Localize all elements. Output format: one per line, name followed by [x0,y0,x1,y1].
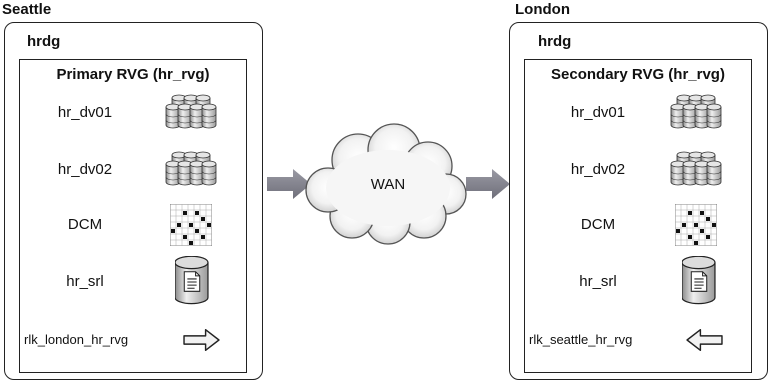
secondary-rvg-box: Secondary RVG (hr_rvg) hr_dv01 hr_dv02 D… [524,59,752,373]
site-title-london: London [515,1,570,18]
srl-label: hr_srl [66,273,104,290]
dcm-label: DCM [67,216,103,233]
volume-label-hr-dv02: hr_dv02 [57,161,113,178]
log-volume-icon [682,256,716,305]
rlink-label: rlk_london_hr_rvg [24,332,129,347]
arrow-left-icon [686,329,723,351]
arrow-right-icon [267,169,311,199]
dcm-label: DCM [580,216,616,233]
volume-label-hr-dv01: hr_dv01 [57,104,113,121]
rlink-label: rlk_seattle_hr_rvg [529,332,633,347]
volume-label-hr-dv02: hr_dv02 [570,161,626,178]
arrow-right-icon [183,329,220,351]
site-box-london: hrdg Secondary RVG (hr_rvg) hr_dv01 hr_d… [509,22,768,380]
primary-rvg-box: Primary RVG (hr_rvg) hr_dv01 hr_dv02 DCM… [19,59,247,373]
disk-group-label: hrdg [27,33,61,50]
arrow-right-icon [466,169,510,199]
disk-array-icon [670,94,724,130]
bitmap-grid-icon [675,204,717,246]
log-volume-icon [175,256,209,305]
rvg-title: Primary RVG (hr_rvg) [56,66,210,83]
disk-group-label: hrdg [538,33,572,50]
cloud-icon [305,123,467,245]
bitmap-grid-icon [170,204,212,246]
rvg-title: Secondary RVG (hr_rvg) [551,66,725,83]
srl-label: hr_srl [579,273,617,290]
site-title-seattle: Seattle [2,1,52,18]
site-box-seattle: hrdg Primary RVG (hr_rvg) hr_dv01 hr_dv0… [4,22,263,380]
disk-array-icon [670,151,724,187]
disk-array-icon [165,151,219,187]
wan-label: WAN [370,176,406,193]
volume-label-hr-dv01: hr_dv01 [570,104,626,121]
disk-array-icon [165,94,219,130]
